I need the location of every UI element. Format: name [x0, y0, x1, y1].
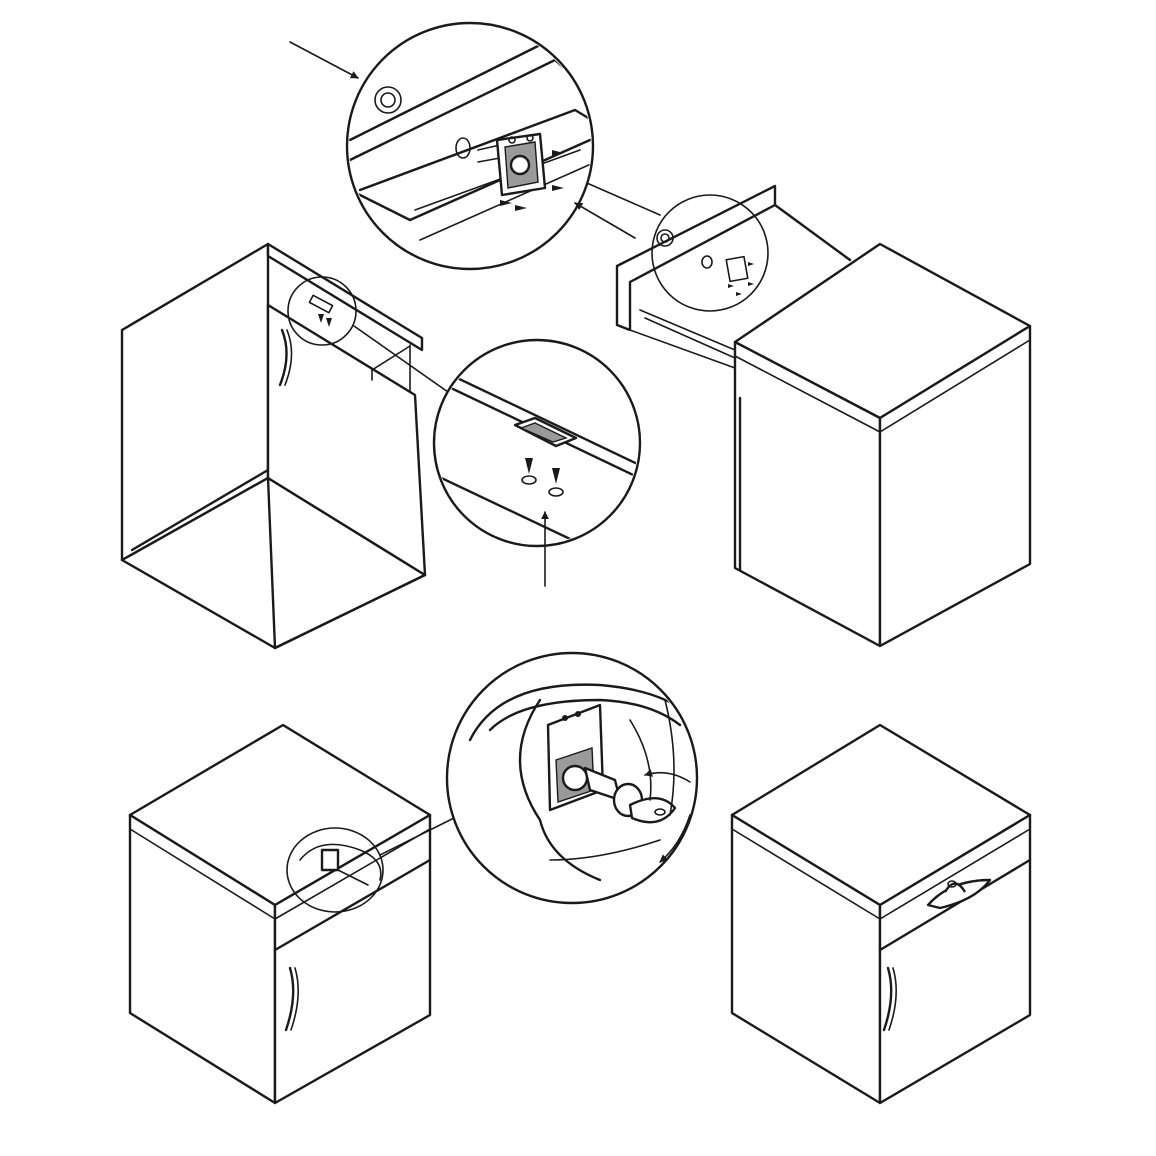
lock-body-installed: [546, 703, 605, 812]
lock-screw-4: [500, 200, 512, 206]
arrow-keyhole: [289, 41, 359, 79]
detail-key-turn: [445, 651, 699, 905]
detail-latch-plate: [432, 338, 642, 587]
cabinet-step4: [730, 723, 1032, 1105]
cabinet-step3-right: [273, 813, 432, 1105]
cabinet-step3-door-handle: [284, 966, 295, 1032]
cabinet-step3: [128, 723, 461, 1105]
cabinet-step4-right: [878, 813, 1032, 1105]
detail-latch-plate-circle: [432, 338, 642, 548]
latch-screw-left: [521, 458, 537, 485]
detail-marker-step2: [651, 194, 769, 312]
detail-lock-body: [289, 21, 636, 271]
latch-screw-right: [548, 468, 564, 497]
cabinet-step4-door-handle: [882, 966, 893, 1032]
cabinet-step1-top-rail: [266, 242, 424, 352]
installed-key: [926, 878, 992, 910]
detail-marker-step3: [286, 827, 384, 913]
cabinet-step1-door-handle: [278, 328, 288, 387]
arrow-lock-screws: [574, 202, 636, 239]
cabinet-step1: [120, 242, 449, 650]
key: [628, 797, 677, 824]
arrow-turn-up: [644, 769, 691, 783]
detail-marker-step1: [287, 276, 357, 346]
lock-screw-2: [552, 185, 564, 191]
cabinet-step2: [579, 179, 1032, 648]
lock-screw-3: [515, 205, 527, 211]
drawer-front-panel: [615, 184, 777, 332]
lock-body: [477, 132, 547, 197]
lock-screw-1: [552, 150, 564, 156]
cabinet-step2-right: [878, 324, 1032, 648]
keyhole: [374, 86, 402, 114]
arrow-turn-down: [659, 814, 691, 863]
